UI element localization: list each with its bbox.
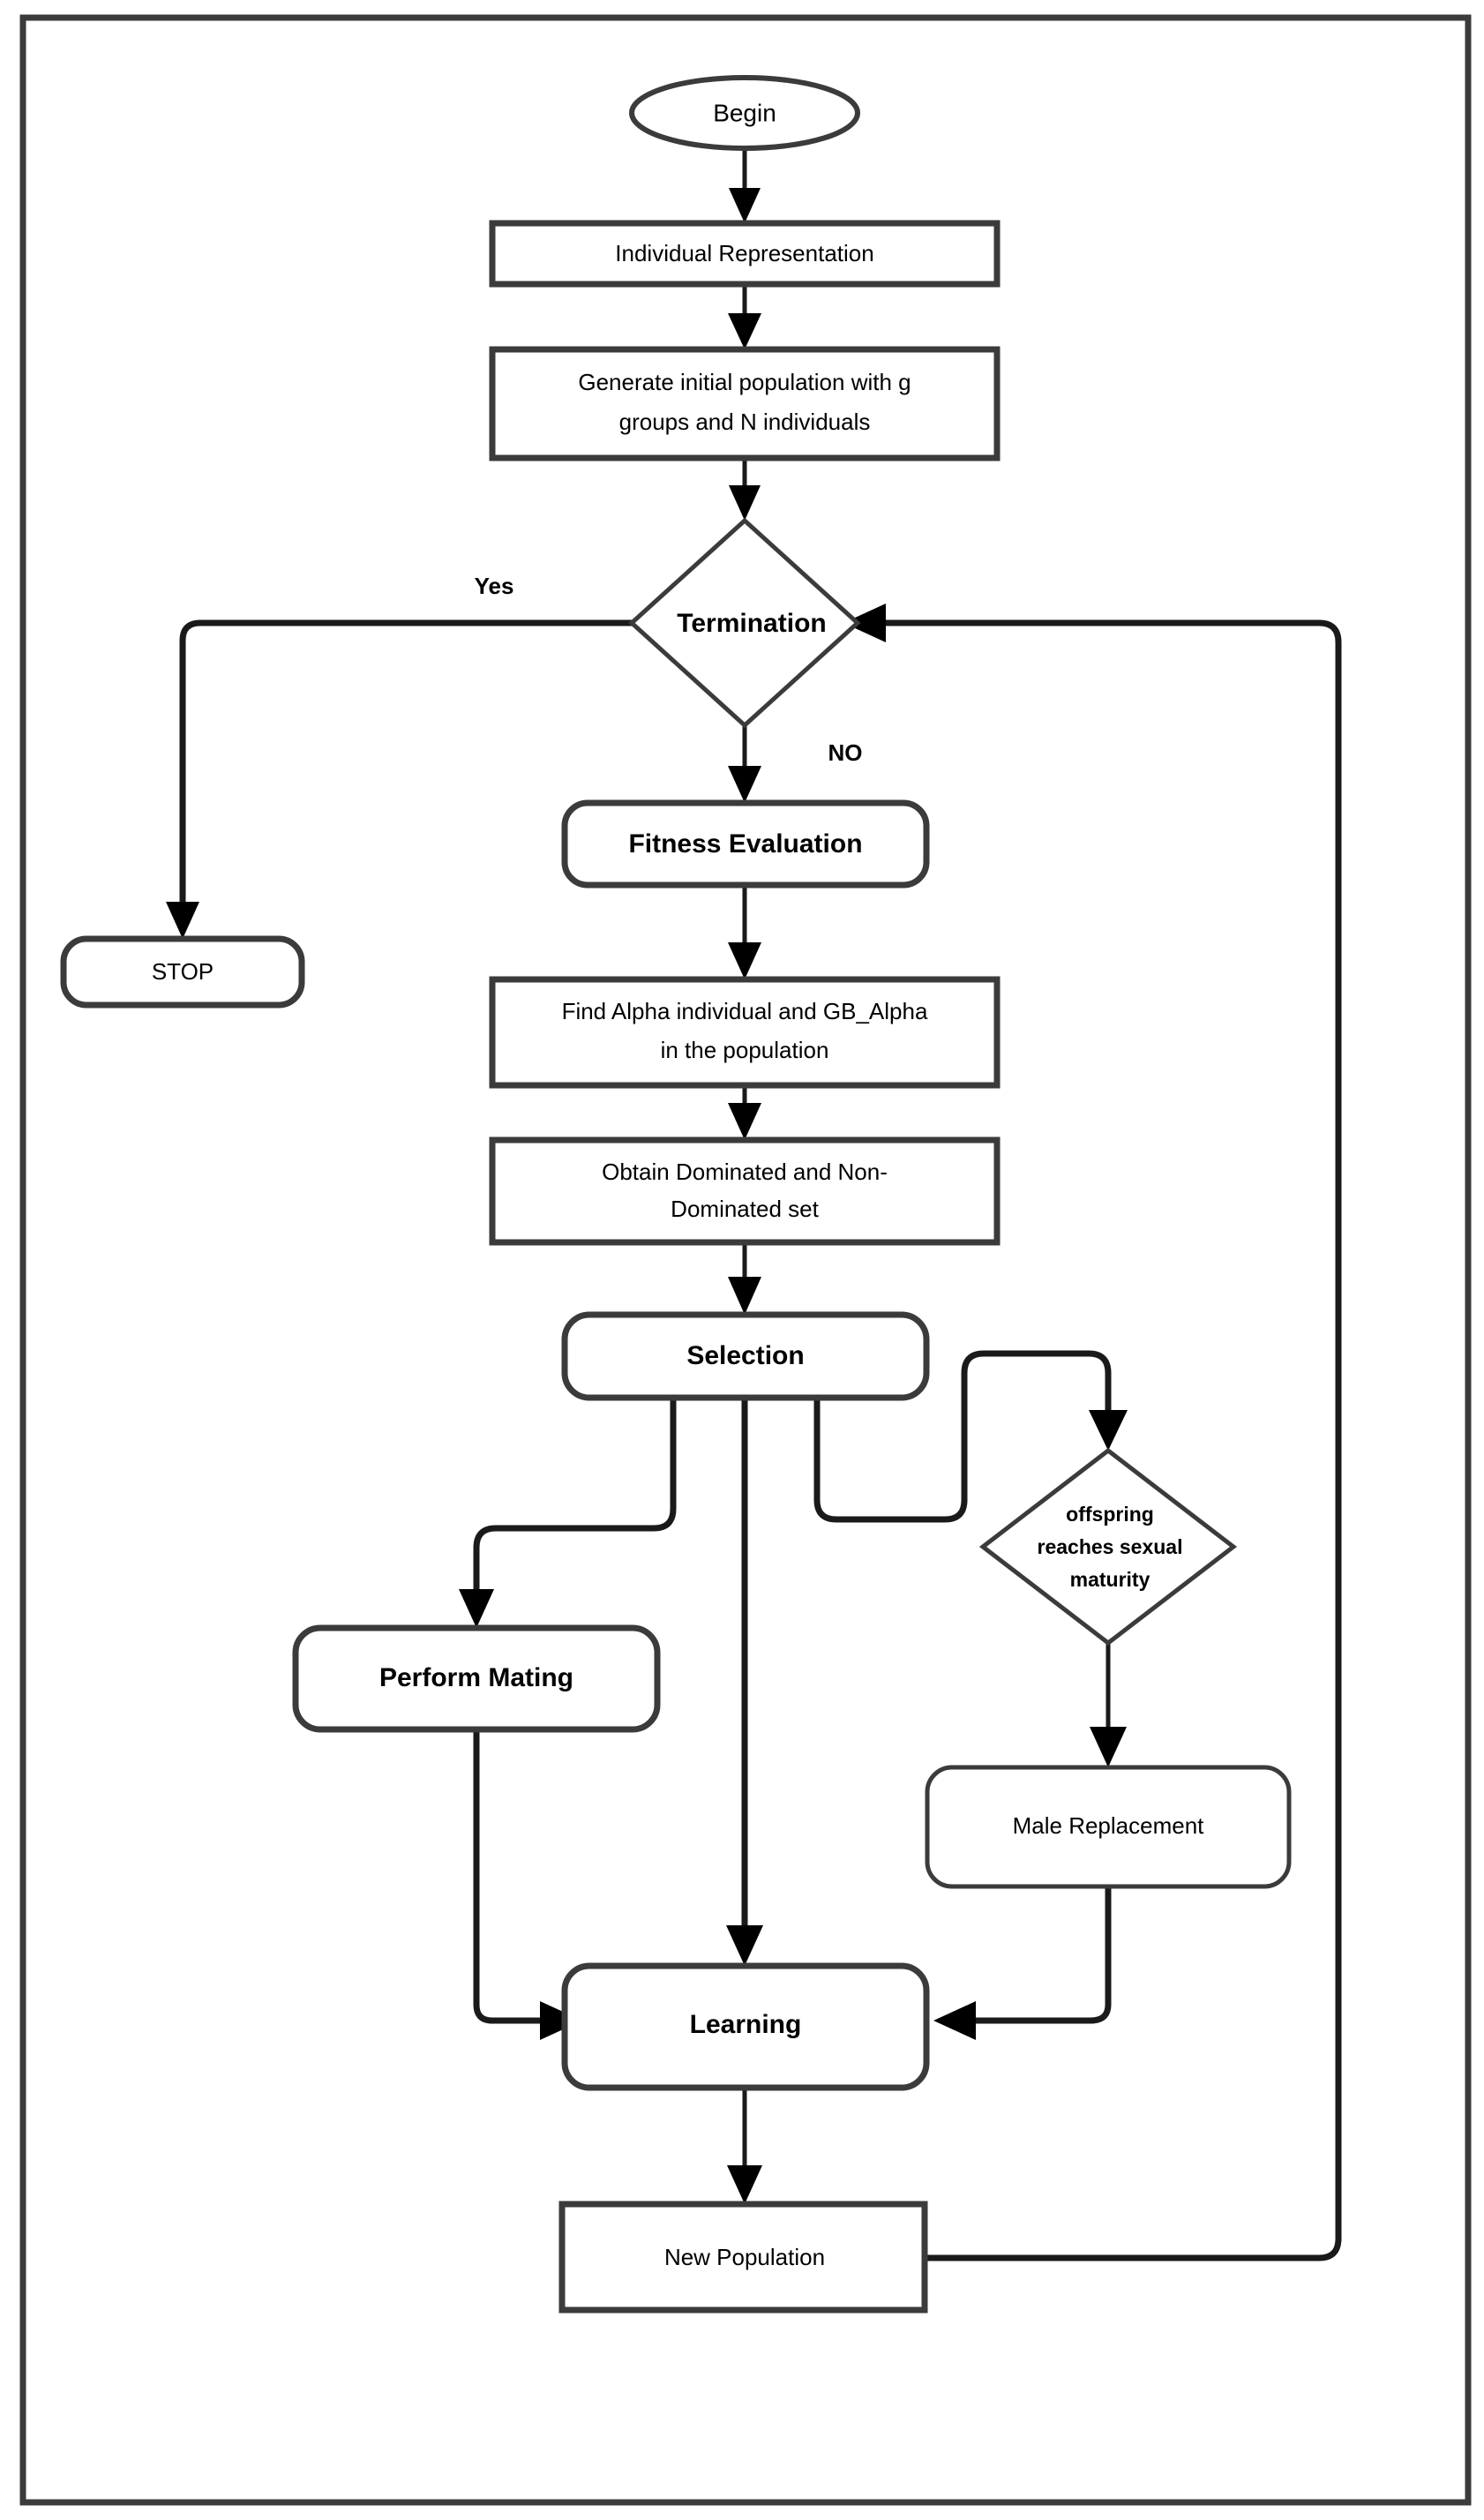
edge-obtain-dominated-to-selection [728, 1242, 761, 1315]
node-find-alpha[interactable]: Find Alpha individual and GB_Alpha in th… [489, 976, 1001, 1089]
node-new-population-label: New Population [664, 2244, 825, 2270]
node-generate-population[interactable]: Generate initial population with g group… [489, 346, 1001, 461]
node-perform-mating-label: Perform Mating [379, 1663, 573, 1692]
node-offspring-maturity-label-line2: reaches sexual [1038, 1535, 1183, 1558]
node-begin-label: Begin [713, 99, 776, 126]
edge-offspring-maturity-to-male-replacement [1090, 1643, 1127, 1767]
node-termination[interactable]: Termination [628, 517, 861, 729]
node-begin[interactable]: Begin [629, 75, 860, 151]
node-stop[interactable]: STOP [60, 935, 305, 1009]
node-generate-population-label-line1: Generate initial population with g [578, 369, 911, 395]
edge-termination-no-to-fitness-evaluation [728, 725, 761, 803]
node-perform-mating[interactable]: Perform Mating [292, 1624, 661, 1733]
edge-generate-population-to-termination [729, 458, 761, 521]
edge-new-population-to-termination [843, 604, 1342, 2261]
node-offspring-maturity-label-line3: maturity [1070, 1568, 1150, 1591]
node-individual-representation-label: Individual Representation [615, 240, 873, 266]
node-individual-representation[interactable]: Individual Representation [489, 220, 1001, 288]
node-termination-label: Termination [677, 609, 826, 638]
node-new-population[interactable]: New Population [558, 2201, 928, 2314]
node-offspring-maturity-label-line1: offspring [1066, 1503, 1154, 1526]
node-find-alpha-label-line2: in the population [661, 1037, 829, 1063]
node-obtain-dominated-label-line1: Obtain Dominated and Non- [602, 1159, 888, 1185]
node-fitness-evaluation-label: Fitness Evaluation [628, 829, 862, 859]
edge-learning-to-new-population [727, 2088, 762, 2204]
edge-fitness-evaluation-to-find-alpha [728, 885, 761, 979]
edge-begin-to-individual-representation [729, 146, 761, 223]
diagram-frame [19, 14, 1472, 2506]
node-obtain-dominated-label-line2: Dominated set [671, 1196, 819, 1222]
edge-termination-yes-to-stop [166, 619, 657, 939]
node-selection[interactable]: Selection [561, 1311, 930, 1401]
node-obtain-dominated[interactable]: Obtain Dominated and Non- Dominated set [489, 1136, 1001, 1246]
node-offspring-maturity[interactable]: offspring reaches sexual maturity [978, 1447, 1238, 1646]
node-male-replacement[interactable]: Male Replacement [925, 1765, 1292, 1889]
edge-individual-representation-to-generate-population [728, 284, 761, 349]
edge-male-replacement-to-learning [933, 1886, 1112, 2040]
edge-find-alpha-to-obtain-dominated [728, 1085, 761, 1140]
edge-perform-mating-to-learning [473, 1729, 582, 2040]
edge-selection-to-learning [726, 1398, 763, 1966]
node-learning[interactable]: Learning [561, 1962, 930, 2091]
node-male-replacement-label: Male Replacement [1013, 1812, 1205, 1839]
edge-label-yes: Yes [475, 573, 514, 599]
node-fitness-evaluation[interactable]: Fitness Evaluation [561, 799, 930, 889]
edge-label-no: NO [828, 739, 863, 766]
node-selection-label: Selection [686, 1341, 804, 1370]
node-generate-population-label-line2: groups and N individuals [619, 409, 871, 435]
edge-selection-to-offspring-maturity [813, 1350, 1128, 1523]
node-learning-label: Learning [690, 2010, 802, 2039]
node-stop-label: STOP [152, 958, 214, 985]
node-find-alpha-label-line1: Find Alpha individual and GB_Alpha [562, 998, 928, 1024]
edge-selection-to-perform-mating [459, 1398, 677, 1628]
